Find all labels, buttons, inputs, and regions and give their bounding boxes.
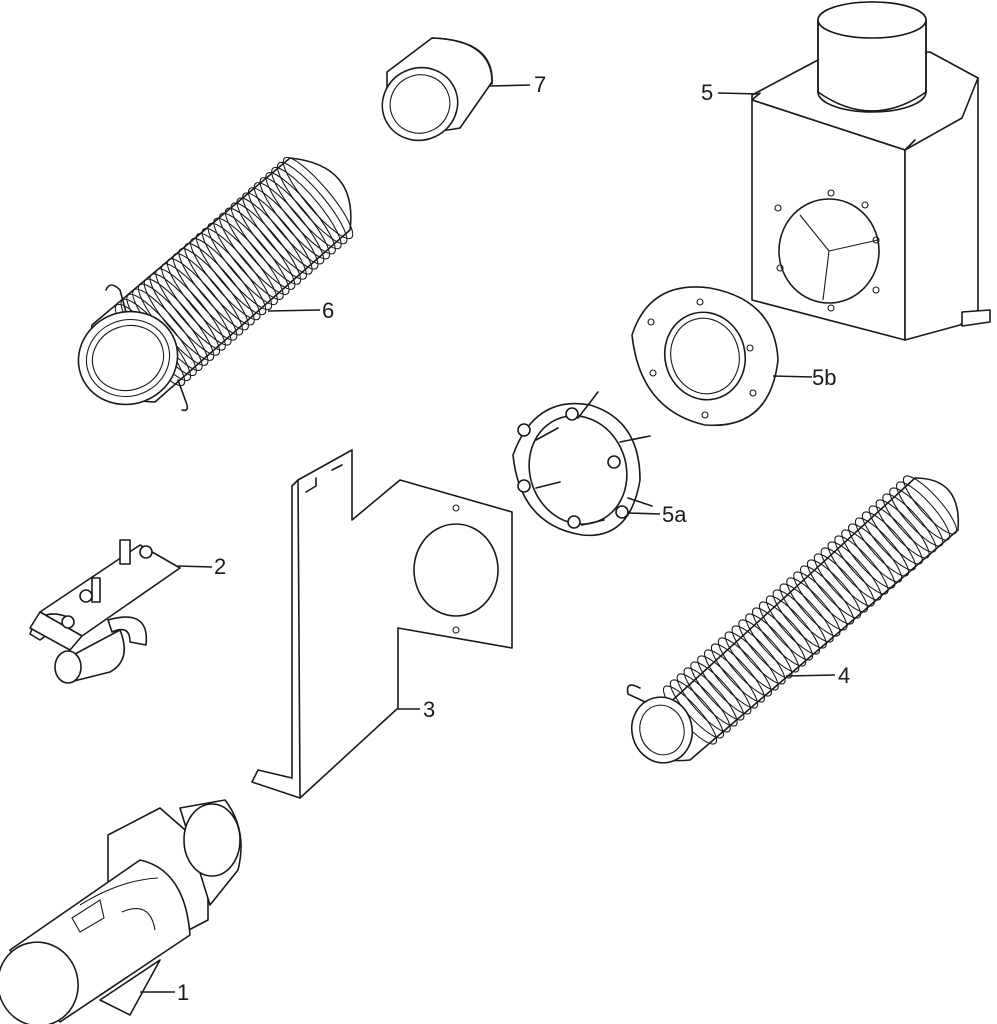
ribs4-rib [806,559,862,619]
callout-2: 2 [214,554,226,579]
ribs6-rib [213,217,284,300]
ribs6-rib [190,237,261,321]
ribs4-rib [820,547,875,607]
ribs6-rib [265,172,336,255]
part-4-ribs [662,475,958,745]
ribs4-rib [772,589,827,649]
part-5b-gasket: 5b [631,286,836,427]
ribs6-rib [282,156,354,240]
ribs6-rib [224,207,296,290]
part-5-vent-box: 5 [701,1,991,341]
ribs6-rib [219,212,290,295]
ribs6-rib [178,248,249,331]
ribs6-rib [161,263,232,346]
ribs4-rib [841,529,896,589]
callout-5: 5 [701,80,713,105]
ribs4-rib [793,571,848,631]
ribs6-rib [236,197,307,280]
ribs4-rib [683,667,738,727]
ribs6-rib [172,253,244,336]
ribs4-rib [868,505,923,565]
ribs4-rib [800,565,855,625]
ribs4-rib [882,493,937,553]
ribs4-rib [889,487,944,547]
ribs6-rib [184,243,255,326]
ribs4-rib [724,631,779,691]
ribs4-rib [861,511,916,571]
ribs6-rib [143,278,215,361]
callout-5b: 5b [812,365,836,390]
callout-1: 1 [177,980,189,1005]
callout-5a: 5a [662,502,687,527]
callout-6: 6 [322,298,334,323]
ribs4-rib [697,655,752,715]
ribs4-rib [752,607,807,667]
ribs4-rib [834,535,889,595]
ribs4-rib [902,475,958,535]
ribs4-rib [731,625,786,685]
ribs4-rib [765,595,820,655]
callout-4: 4 [838,663,850,688]
ribs4-rib [704,649,759,709]
ribs6-rib [149,273,221,356]
ribs6-rib [230,202,302,285]
ribs6-rib [276,161,348,245]
ribs6-rib [195,232,267,316]
ribs4-rib [848,523,903,583]
ribs6-rib [259,177,331,260]
part-6-ribs [114,156,354,387]
ribs4-rib [813,553,868,613]
part-7-sleeve: 7 [381,37,546,142]
ribs6-rib [155,268,226,351]
ribs4-rib [875,499,930,559]
ribs4-rib [745,613,800,673]
callout-7: 7 [534,72,546,97]
ribs6-rib [207,222,278,306]
ribs4-rib [676,673,731,733]
ribs6-rib [242,192,313,275]
ribs6-rib [271,166,342,250]
ribs4-rib [690,661,745,721]
ribs6-rib [247,187,319,270]
ribs4-rib [854,517,910,577]
callout-3: 3 [423,697,435,722]
part-1-pipe-adapter: 1 [0,799,242,1024]
ribs4-rib [717,637,772,697]
ribs4-rib [779,583,834,643]
ribs6-rib [166,258,238,341]
ribs4-rib [827,541,882,601]
ribs4-rib [896,481,951,541]
part-6-flex-hose: 6 [77,156,354,412]
ribs6-rib [253,182,325,265]
ribs6-rib [201,227,273,311]
ribs4-rib [758,601,814,661]
part-2-clamp: 2 [29,539,226,684]
part-4-flex-hose: 4 [626,475,960,764]
part-3-bracket: 3 [251,449,513,799]
ribs4-rib [786,577,841,637]
ribs4-rib [710,643,766,703]
part-5a-bolt-ring: 5a [512,391,687,537]
ribs4-rib [738,619,793,679]
